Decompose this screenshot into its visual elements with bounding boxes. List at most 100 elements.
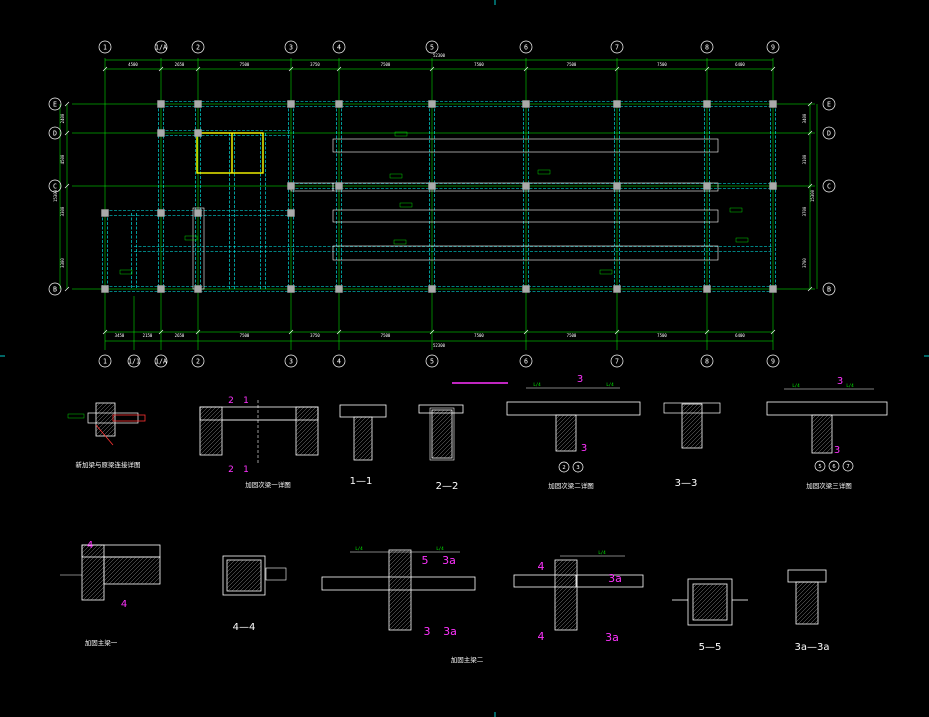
d11-slab-r (576, 574, 644, 588)
axis-left-0: E (53, 101, 57, 109)
dim-tick (704, 66, 710, 72)
d2-col-left-hatch (207, 440, 223, 456)
detail-caption: 3—3 (675, 478, 698, 489)
axis-top-0-circle (98, 40, 112, 54)
d9-sec-hatch (226, 559, 236, 569)
column-28 (522, 285, 530, 293)
d6-web-hatch (681, 411, 703, 433)
d7-web-hatch (811, 414, 817, 420)
d1-newbeam (112, 414, 146, 422)
d12-sec-hatch (700, 593, 728, 621)
annotation-mark-4 (393, 239, 407, 245)
section-mark: 3a (443, 625, 457, 638)
d13-web-hatch (805, 611, 819, 625)
axis-bottom-5: 4 (337, 358, 341, 366)
axis-bottom-8: 7 (615, 358, 619, 366)
detail-axis: 7 (846, 464, 849, 470)
dim-top-3: 3750 (310, 62, 320, 67)
d9-sec-hatch (226, 559, 248, 581)
dim-tick (64, 286, 70, 292)
column-26 (335, 285, 343, 293)
d6-web-hatch (681, 407, 703, 429)
d7-web-hatch (811, 422, 833, 444)
d4-flange (418, 404, 464, 414)
d6-web-hatch (689, 435, 703, 449)
d5-web-hatch (571, 446, 577, 452)
d5-web-hatch (555, 430, 577, 452)
axis-left-2: C (53, 183, 57, 191)
d10-l4: L/4 (355, 546, 363, 551)
dim-right-0: 3400 (802, 113, 807, 123)
axis-right-2-circle (822, 179, 836, 193)
d12-sec-hatch (716, 609, 728, 621)
d12-sec-hatch (708, 601, 728, 621)
d2-col-left-hatch (199, 406, 213, 420)
section-mark: 3a (605, 631, 619, 644)
d2-col-right-hatch (295, 412, 319, 436)
dim-tick (195, 329, 201, 335)
d11-col-hatch (554, 559, 576, 581)
d3-web-hatch (358, 446, 373, 461)
d4-web-hatch (447, 453, 453, 459)
axis-bottom-8-circle (610, 354, 624, 368)
d6-web-hatch (693, 439, 703, 449)
d1-col-hatch (95, 415, 116, 436)
d12-sec-hatch (692, 583, 710, 601)
d5-web (555, 414, 577, 452)
d3-web-hatch (353, 430, 373, 450)
d10-col-hatch (388, 579, 412, 603)
d10-col-hatch (388, 551, 412, 575)
d6-web-hatch (681, 403, 703, 425)
axis-bottom-5-circle (332, 354, 346, 368)
section-mark: 5 (422, 554, 429, 567)
dim-bottom-4: 3750 (310, 333, 320, 338)
d8-beam-hatch (108, 556, 137, 585)
d9-sec-hatch (243, 573, 262, 592)
d6-web-hatch (681, 403, 695, 417)
dim-tick (523, 329, 529, 335)
axis-left-3: B (53, 286, 57, 294)
d11-col-hatch (556, 609, 578, 631)
d12-sec-hatch (692, 583, 706, 597)
d4-web-hatch (435, 441, 453, 459)
d10-col-hatch (388, 567, 412, 591)
d1-col-hatch (102, 423, 116, 437)
dim-left-3: 3300 (60, 258, 65, 268)
axis-top-6: 6 (524, 44, 528, 52)
d11-col-hatch (554, 589, 578, 613)
d9-sec-hatch (226, 559, 240, 573)
column-16 (703, 182, 711, 190)
d1-col-hatch (106, 427, 116, 437)
column-8 (769, 100, 777, 108)
d2-col-left-hatch (199, 406, 221, 428)
d8-col-hatch (81, 544, 95, 558)
d12-sec-hatch (720, 613, 728, 621)
dim-tick (770, 66, 776, 72)
d8-beam-hatch (112, 556, 141, 585)
detail-caption: 新加梁与原梁连接详图 (76, 460, 141, 469)
d2-col-left-hatch (199, 420, 223, 444)
column-31 (769, 285, 777, 293)
section-mark: 3 (577, 374, 583, 385)
d3-web-hatch (353, 416, 367, 430)
d8-beam-hatch (103, 556, 117, 570)
d11-col-hatch (554, 573, 578, 597)
d2-col-left-hatch (199, 412, 223, 436)
d7-web-hatch (811, 418, 833, 440)
column-14 (522, 182, 530, 190)
d3-web-hatch (353, 434, 373, 454)
axis-bottom-7-circle (519, 354, 533, 368)
dim-bottom-0: 3450 (115, 333, 125, 338)
d7-web-hatch (811, 430, 833, 452)
dim-bottom-8: 7500 (657, 333, 667, 338)
d2-col-left-hatch (199, 432, 223, 456)
d2-col-right-hatch (307, 444, 319, 456)
column-10 (194, 129, 202, 137)
d6-web-hatch (685, 431, 703, 449)
detail-axis: 2 (562, 465, 565, 471)
column-5 (522, 100, 530, 108)
dim-tick (770, 329, 776, 335)
d13-web-hatch (795, 599, 819, 623)
d11-slab-l (513, 574, 577, 588)
